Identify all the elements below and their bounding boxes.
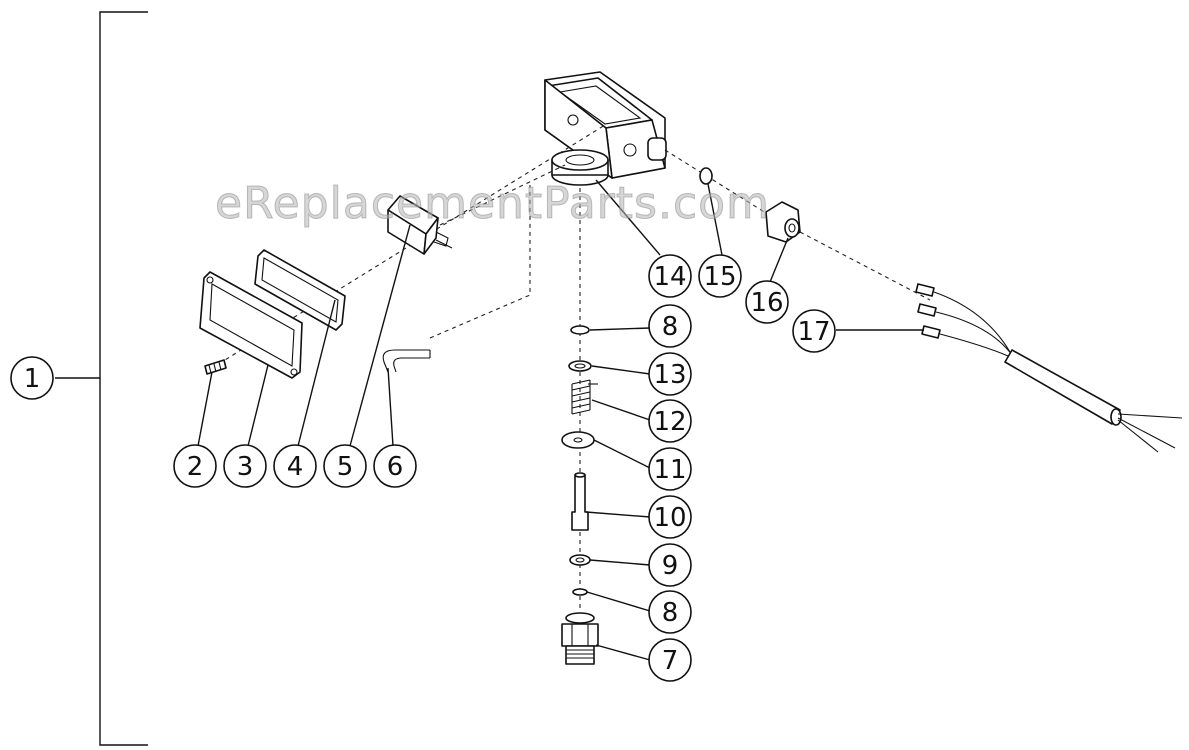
part-nut bbox=[765, 201, 801, 243]
callout-2: 2 bbox=[173, 444, 217, 488]
callout-label: 2 bbox=[187, 452, 204, 482]
callout-5: 5 bbox=[323, 444, 367, 488]
part-screw bbox=[204, 359, 227, 375]
leader-lines bbox=[197, 179, 924, 661]
callout-17: 17 bbox=[792, 309, 836, 353]
callout-label: 4 bbox=[287, 452, 304, 482]
callout-7: 7 bbox=[648, 638, 692, 682]
callout-label: 8 bbox=[662, 598, 679, 628]
callout-15: 15 bbox=[698, 254, 742, 298]
part-fitting bbox=[561, 612, 599, 665]
part-u-clip bbox=[382, 349, 431, 373]
callout-8-bottom: 8 bbox=[648, 590, 692, 634]
callout-label: 9 bbox=[662, 551, 679, 581]
callout-label: 8 bbox=[662, 312, 679, 342]
callout-label: 5 bbox=[337, 452, 354, 482]
callout-14: 14 bbox=[648, 254, 692, 298]
assembly-bracket bbox=[55, 11, 148, 746]
callout-label: 11 bbox=[653, 455, 686, 485]
part-cover-plate bbox=[199, 271, 303, 379]
callout-label: 15 bbox=[703, 262, 736, 292]
callout-1: 1 bbox=[10, 356, 54, 400]
callout-11: 11 bbox=[648, 447, 692, 491]
part-washer-bottom bbox=[572, 588, 588, 596]
callout-3: 3 bbox=[223, 444, 267, 488]
callout-label: 6 bbox=[387, 452, 404, 482]
part-washer-top bbox=[570, 325, 590, 335]
watermark: eReplacementParts.com bbox=[215, 178, 770, 230]
callout-label: 12 bbox=[653, 407, 686, 437]
callout-label: 7 bbox=[662, 646, 679, 676]
part-washer-13 bbox=[568, 360, 592, 372]
part-disc-washer bbox=[561, 431, 595, 449]
part-piston-pin bbox=[571, 472, 589, 531]
callout-label: 3 bbox=[237, 452, 254, 482]
switch-housing bbox=[544, 71, 667, 186]
callout-4: 4 bbox=[273, 444, 317, 488]
callout-13: 13 bbox=[648, 352, 692, 396]
callout-6: 6 bbox=[373, 444, 417, 488]
callout-16: 16 bbox=[745, 280, 789, 324]
part-spring bbox=[571, 379, 598, 415]
callout-12: 12 bbox=[648, 399, 692, 443]
callout-label: 10 bbox=[653, 503, 686, 533]
callout-10: 10 bbox=[648, 495, 692, 539]
callout-label: 16 bbox=[750, 288, 783, 318]
part-small-o-ring bbox=[699, 167, 713, 185]
part-gasket bbox=[254, 249, 346, 331]
part-wire-harness bbox=[915, 283, 1183, 453]
callout-label: 1 bbox=[24, 364, 41, 394]
callout-label: 13 bbox=[653, 360, 686, 390]
part-o-ring bbox=[569, 554, 591, 566]
callout-label: 14 bbox=[653, 262, 686, 292]
callout-label: 17 bbox=[797, 317, 830, 347]
callout-9: 9 bbox=[648, 543, 692, 587]
callout-8-top: 8 bbox=[648, 304, 692, 348]
part-micro-switch bbox=[387, 195, 453, 255]
